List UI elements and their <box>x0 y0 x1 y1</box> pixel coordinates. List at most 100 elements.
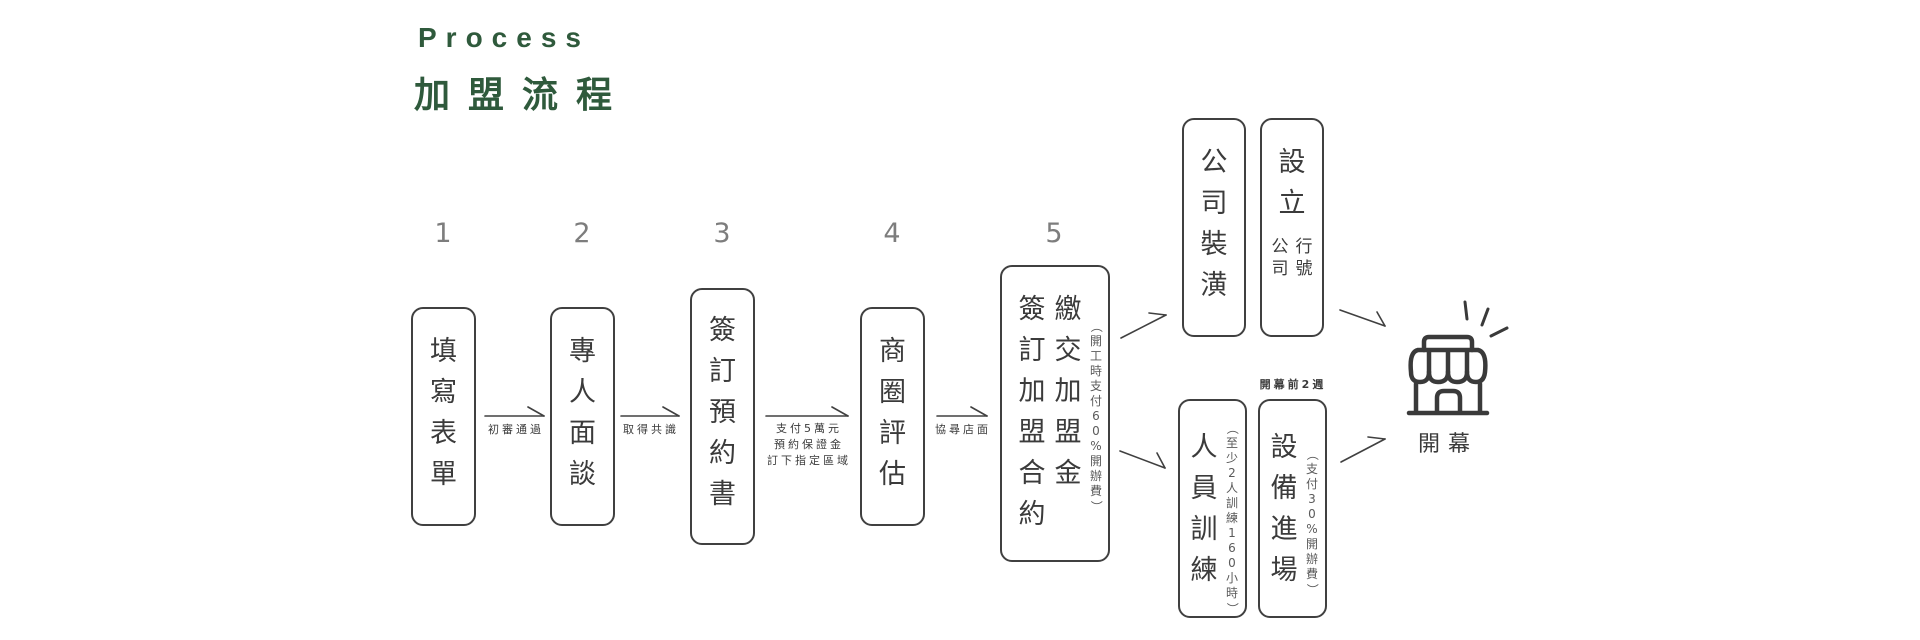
title-chinese: 加盟流程 <box>414 75 631 116</box>
vertical-char: 書 <box>709 479 736 510</box>
vertical-char: 專 <box>569 336 596 367</box>
vertical-char: 費 <box>1305 567 1318 581</box>
vertical-char: 0 <box>1308 507 1316 521</box>
vertical-char: 備 <box>1270 473 1298 504</box>
connector-label-3-4: 支付5萬元 預約保證金 訂下指定區域 <box>759 421 859 469</box>
vertical-char: 公 <box>1271 237 1289 257</box>
step-label-5-col1: 簽訂加盟合約 <box>1016 289 1048 535</box>
vertical-char: 開 <box>1089 454 1102 468</box>
vertical-char: 表 <box>430 418 457 449</box>
connector-text: 協尋店面 <box>935 423 991 436</box>
vertical-char: 支 <box>1305 462 1318 476</box>
arrow-top-to-opening <box>1339 309 1386 327</box>
vertical-char: 進 <box>1270 514 1298 545</box>
vertical-char: 司 <box>1271 259 1289 279</box>
vertical-char: 開 <box>1305 537 1318 551</box>
vertical-char: 練 <box>1225 511 1238 525</box>
branch-label-renovation: 公司裝潢 <box>1184 142 1244 306</box>
step-box-3: 簽訂預約書 <box>690 288 755 545</box>
vertical-char: 合 <box>1018 458 1046 489</box>
step-number-4: 4 <box>883 218 901 249</box>
vertical-char: 2 <box>1228 466 1236 480</box>
vertical-char: 設 <box>1278 147 1306 178</box>
vertical-char: 談 <box>569 459 596 490</box>
store-icon <box>1406 334 1490 416</box>
branch-box-establish: 設立 公司 行號 <box>1260 118 1324 337</box>
vertical-char: 時 <box>1089 364 1102 378</box>
step-label-5-col2: 繳交加盟金 <box>1052 289 1084 494</box>
vertical-char: 交 <box>1054 335 1082 366</box>
branch-sub-col1: 公司 <box>1270 236 1290 280</box>
vertical-char: 6 <box>1228 541 1236 555</box>
vertical-char: 公 <box>1200 147 1228 178</box>
vertical-char: 0 <box>1092 424 1100 438</box>
step-label-4: 商圈評估 <box>862 331 923 495</box>
vertical-char: 金 <box>1054 458 1082 489</box>
vertical-char: 1 <box>1228 526 1236 540</box>
arrow-1-2 <box>484 406 545 417</box>
connector-text: 取得共識 <box>623 423 679 436</box>
vertical-char: 人 <box>1190 432 1218 463</box>
arrow-bottom-to-opening <box>1340 436 1386 463</box>
vertical-char: % <box>1090 439 1102 453</box>
vertical-char: 立 <box>1278 188 1306 219</box>
vertical-char: 辦 <box>1089 469 1102 483</box>
step-number-5: 5 <box>1045 218 1063 249</box>
arrow-3-4 <box>765 406 849 417</box>
connector-text: 支付5萬元 <box>776 422 842 435</box>
step-label-1: 填寫表單 <box>413 331 474 495</box>
vertical-char: 預 <box>709 397 736 428</box>
branch-sub-col2: 行號 <box>1294 236 1314 280</box>
vertical-char: 單 <box>430 459 457 490</box>
step-box-2: 專人面談 <box>550 307 615 526</box>
connector-label-2-3: 取得共識 <box>617 422 685 438</box>
vertical-char: 填 <box>430 336 457 367</box>
connector-text: 訂下指定區域 <box>767 454 851 467</box>
connector-label-4-5: 協尋店面 <box>929 422 997 438</box>
opening-label: 開幕 <box>1417 432 1478 457</box>
branch-label-establish: 設立 <box>1262 142 1322 224</box>
vertical-char: 訓 <box>1225 496 1238 510</box>
vertical-char: 人 <box>569 377 596 408</box>
vertical-char: 繳 <box>1054 294 1082 325</box>
vertical-char: 裝 <box>1200 229 1228 260</box>
arrow-5-top-branch <box>1120 312 1167 339</box>
vertical-char: 人 <box>1225 481 1238 495</box>
vertical-char: 6 <box>1092 409 1100 423</box>
vertical-char: 寫 <box>430 377 457 408</box>
vertical-char: 潢 <box>1200 270 1228 301</box>
vertical-char: 開 <box>1089 334 1102 348</box>
vertical-char: 簽 <box>1018 294 1046 325</box>
vertical-char: 商 <box>879 336 906 367</box>
vertical-char: 盟 <box>1054 417 1082 448</box>
vertical-char: 圈 <box>879 377 906 408</box>
vertical-char: 簽 <box>709 315 736 346</box>
vertical-char: 3 <box>1308 492 1316 506</box>
arrow-5-bottom-branch <box>1119 450 1166 469</box>
vertical-char: 員 <box>1190 473 1218 504</box>
branch-label-training: 人員訓練 <box>1186 427 1222 591</box>
vertical-char: 評 <box>879 418 906 449</box>
before-opening-label: 開幕前2週 <box>1259 378 1327 391</box>
vertical-char: 場 <box>1270 555 1298 586</box>
vertical-char: 盟 <box>1018 417 1046 448</box>
vertical-char: 司 <box>1200 188 1228 219</box>
step-box-1: 填寫表單 <box>411 307 476 526</box>
connector-text: 初審通過 <box>488 423 544 436</box>
branch-box-renovation: 公司裝潢 <box>1182 118 1246 337</box>
branch-label-equipment: 設備進場 <box>1266 427 1302 591</box>
vertical-char: 訓 <box>1190 514 1218 545</box>
vertical-char: 加 <box>1054 376 1082 407</box>
vertical-char: 行 <box>1295 237 1313 257</box>
vertical-char: 設 <box>1270 432 1298 463</box>
vertical-char: 面 <box>569 418 596 449</box>
vertical-char: 小 <box>1225 571 1238 585</box>
vertical-char: 工 <box>1089 349 1102 363</box>
sparkle-icon <box>1463 300 1509 338</box>
arrow-2-3 <box>620 406 680 417</box>
